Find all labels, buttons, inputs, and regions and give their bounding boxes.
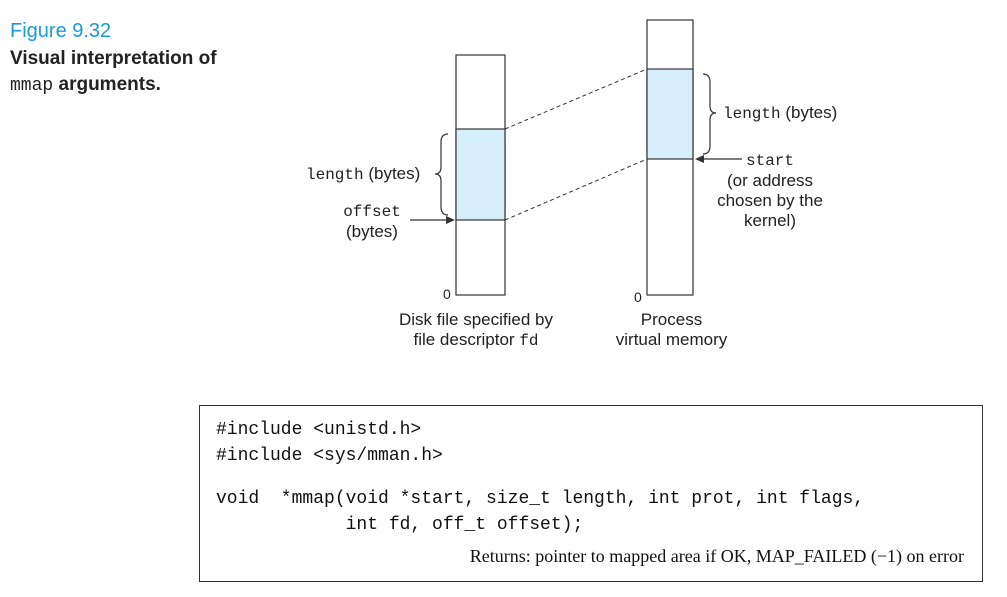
start-code: start xyxy=(745,152,794,170)
figure-title: Visual interpretation of mmap arguments. xyxy=(10,46,270,99)
figure-number: Figure 9.32 xyxy=(10,20,112,42)
vm-zero-label: 0 xyxy=(634,289,642,305)
disk-caption-line2-text: file descriptor xyxy=(413,330,515,349)
vm-caption: Process virtual memory xyxy=(600,310,743,350)
start-arrowhead xyxy=(695,155,704,163)
start-label: start (or address chosen by the kernel) xyxy=(705,150,835,231)
start-note-line1: (or address xyxy=(727,171,813,190)
mapping-line-bottom xyxy=(504,158,648,221)
disk-file-mapped-region xyxy=(455,128,506,221)
right-length-text: (bytes) xyxy=(785,103,838,122)
vm-mapped-region xyxy=(646,68,694,160)
offset-text: (bytes) xyxy=(346,222,398,241)
start-note-line2: chosen by the xyxy=(717,191,823,210)
disk-zero-label: 0 xyxy=(443,286,451,302)
disk-caption: Disk file specified by file descriptor f… xyxy=(376,310,576,351)
disk-caption-line2-code: fd xyxy=(519,332,539,350)
code-line-3: void *mmap(void *start, size_t length, i… xyxy=(216,489,865,509)
offset-arrowhead xyxy=(446,216,455,224)
right-length-code: length xyxy=(723,105,781,123)
offset-code: offset xyxy=(343,203,401,221)
offset-label: offset (bytes) xyxy=(336,201,408,242)
right-length-label: length (bytes) xyxy=(723,103,837,124)
code-line-2: #include <sys/mman.h> xyxy=(216,446,443,466)
vm-caption-line2: virtual memory xyxy=(615,330,728,349)
disk-caption-line1: Disk file specified by xyxy=(398,310,553,329)
figure-title-code: mmap xyxy=(10,76,54,96)
left-length-label: length (bytes) xyxy=(306,164,420,185)
figure-title-suffix: arguments. xyxy=(58,74,161,95)
left-length-brace xyxy=(434,133,449,216)
vm-caption-line1: Process xyxy=(640,310,703,329)
start-note-line3: kernel) xyxy=(744,211,796,230)
mapping-line-top xyxy=(504,68,648,130)
returns-note: Returns: pointer to mapped area if OK, M… xyxy=(469,546,964,566)
figure-title-prefix: Visual interpretation of xyxy=(10,48,217,69)
code-line-1: #include <unistd.h> xyxy=(216,420,422,440)
code-box: #include <unistd.h> #include <sys/mman.h… xyxy=(199,405,983,582)
left-length-code: length xyxy=(306,166,364,184)
right-length-brace xyxy=(702,73,717,155)
left-length-text: (bytes) xyxy=(368,164,421,183)
code-line-4: int fd, off_t offset); xyxy=(216,515,584,535)
